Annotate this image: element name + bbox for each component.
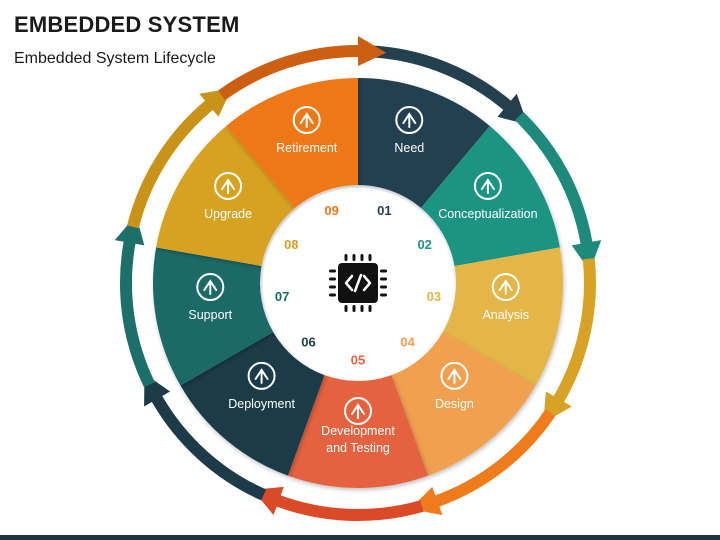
stage-number-08: 08 <box>284 237 298 252</box>
stage-label-08-line-1: Upgrade <box>204 207 252 221</box>
number-badge-bg <box>417 280 450 313</box>
center-chip <box>329 254 387 312</box>
stage-label-02-line-1: Conceptualization <box>438 207 537 221</box>
stage-labels: NeedConceptualizationAnalysisDesignDevel… <box>188 141 537 455</box>
segment-04 <box>391 332 536 476</box>
page-subtitle: Embedded System Lifecycle <box>14 50 216 67</box>
cycle-arrow-08 <box>127 88 232 229</box>
stage-number-02: 02 <box>417 237 431 252</box>
stage-label-07-line-1: Support <box>188 308 232 322</box>
stage-number-09: 09 <box>324 203 338 218</box>
cycle-arrow-06 <box>144 373 267 501</box>
segment-05 <box>287 375 429 488</box>
stage-label-09-line-1: Retirement <box>276 141 338 155</box>
stage-number-05: 05 <box>351 353 365 368</box>
stage-number-01: 01 <box>377 203 391 218</box>
stage-label-06-line-1: Deployment <box>228 397 295 411</box>
design-tools-icon <box>440 361 469 390</box>
cycle-arrow-04 <box>410 409 556 516</box>
footer-bar <box>0 535 720 540</box>
gauge-testing-icon <box>344 397 372 425</box>
stage-label-05-line-2: and Testing <box>326 441 390 455</box>
laptop-deploy-icon <box>247 361 276 390</box>
cycle-arrow-01 <box>373 45 528 125</box>
stage-number-06: 06 <box>301 334 315 349</box>
segment-09 <box>226 78 358 208</box>
handshake-support-icon <box>196 273 225 302</box>
open-box-idea-icon <box>473 172 502 200</box>
stage-label-03-line-1: Analysis <box>482 308 529 322</box>
cycle-arrows <box>114 36 602 521</box>
cycle-arrow-07 <box>114 215 155 388</box>
stage-number-07: 07 <box>275 289 289 304</box>
stage-number-03: 03 <box>427 289 441 304</box>
cycle-arrow-02 <box>514 111 602 271</box>
stage-label-05-line-1: Development <box>321 424 395 438</box>
segment-06 <box>180 332 325 476</box>
segment-02 <box>420 125 560 266</box>
number-badge-bg <box>266 280 299 313</box>
stage-label-04-line-1: Design <box>435 397 474 411</box>
cycle-arrow-03 <box>543 258 597 423</box>
page-title: EMBEDDED SYSTEM <box>14 12 240 37</box>
segment-08 <box>156 125 296 266</box>
number-badge-bg <box>342 344 374 376</box>
segment-07 <box>153 247 274 386</box>
stage-number-04: 04 <box>400 334 415 349</box>
cycle-arrow-09 <box>218 36 387 101</box>
upgrade-arrow-icon <box>214 172 243 200</box>
lifecycle-segments <box>153 78 563 488</box>
segment-03 <box>442 247 563 386</box>
cycle-arrow-05 <box>252 486 424 521</box>
rocking-chair-icon <box>292 106 321 135</box>
stage-icons <box>196 106 520 425</box>
stage-label-01-line-1: Need <box>394 141 424 155</box>
microchip-code-icon <box>329 254 387 312</box>
analysis-chart-icon <box>491 273 520 302</box>
money-person-icon <box>395 106 424 135</box>
segment-01 <box>358 78 490 208</box>
